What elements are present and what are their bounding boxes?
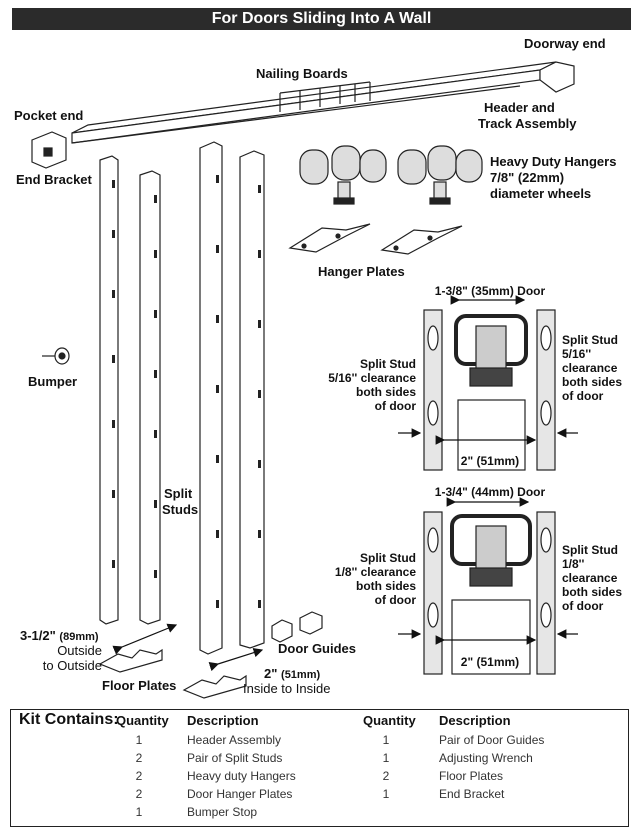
kit-quantity-header-2: Quantity [363,713,416,728]
kit-right-row-2-qty: 1 [382,751,390,765]
kit-quantity-header: Quantity [116,713,169,728]
kit-right-row-4-desc: End Bracket [439,787,505,801]
kit-contents-table: Kit Contains: Quantity Description Quant… [10,709,629,827]
detail-bottom-right-line4: both sides [562,585,623,599]
inside-dimension-label: 2" (51mm) [264,666,320,683]
detail-bottom-gap-label: 2" (51mm) [460,655,520,669]
bumper-label: Bumper [28,374,78,389]
hanger-plates-drawing [288,223,463,255]
kit-right-row-4-qty: 1 [382,787,390,801]
bumper-drawing [42,347,70,365]
detail-bottom-right-line5: of door [562,599,604,613]
title-banner: For Doors Sliding Into A Wall [12,8,631,30]
detail-bottom-right-line2: 1/8'' [562,557,585,571]
detail-top-left-line4: of door [374,399,416,413]
outside-dimension-label: 3-1/2" (89mm) [20,628,99,645]
inside-text: Inside to Inside [243,681,331,696]
nailing-boards-label: Nailing Boards [256,66,348,81]
hanger-plates-label: Hanger Plates [318,264,405,279]
detail-top-right-line1: Split Stud [562,333,618,347]
door-guides-drawing [271,611,323,643]
detail-bottom-door-label: 1-3/4" (44mm) Door [434,485,546,499]
split-studs-drawing [99,141,265,655]
detail-bottom-left-line2: 1/8'' clearance [334,565,416,579]
detail-top-left-line1: Split Stud [360,357,416,371]
kit-left-row-2-desc: Pair of Split Studs [187,751,283,765]
header-track-label-line1: Header and [484,100,555,115]
inside-dimension-value: 2" [264,666,278,681]
kit-left-row-4-qty: 2 [135,787,143,801]
detail-top-right-line3: clearance [562,361,618,375]
outside-dimension-value: 3-1/2" [20,628,56,643]
kit-left-row-3-qty: 2 [135,769,143,783]
kit-left-row-2-qty: 2 [135,751,143,765]
split-studs-label-line2: Studs [162,502,199,517]
kit-right-row-1-desc: Pair of Door Guides [439,733,545,747]
detail-bottom-left-line1: Split Stud [360,551,416,565]
detail-bottom-left-line3: both sides [355,579,416,593]
end-bracket-label: End Bracket [16,172,92,187]
header-track-drawing [71,61,575,144]
kit-description-header-2: Description [439,713,511,728]
kit-left-row-5-qty: 1 [135,805,143,819]
detail-bottom-right-line1: Split Stud [562,543,618,557]
detail-top-right-line4: both sides [562,375,623,389]
kit-left-row-1-desc: Header Assembly [187,733,282,747]
doorway-end-label: Doorway end [524,36,606,51]
detail-top-door-label: 1-3/8" (35mm) Door [434,284,546,298]
kit-left-row-5-desc: Bumper Stop [187,805,258,819]
hangers-label-line3: diameter wheels [490,186,592,201]
detail-top-left-line3: both sides [355,385,416,399]
detail-bottom-right-line3: clearance [562,571,618,585]
kit-right-row-2-desc: Adjusting Wrench [439,751,533,765]
floor-plates-drawing [98,648,247,699]
outside-text-line2: to Outside [42,658,102,673]
kit-left-row-1-qty: 1 [135,733,143,747]
end-bracket-drawing [31,131,67,169]
kit-right-row-3-qty: 2 [382,769,390,783]
detail-top-left-line2: 5/16'' clearance [328,371,416,385]
heavy-duty-hangers-drawing [299,145,483,205]
header-track-label-line2: Track Assembly [478,116,577,131]
detail-top-right-line5: of door [562,389,604,403]
pocket-end-label: Pocket end [14,108,84,123]
kit-right-row-3-desc: Floor Plates [439,769,504,783]
outside-dimension-mm: (89mm) [59,631,99,643]
detail-bottom-left-line4: of door [374,593,416,607]
kit-title: Kit Contains: [19,711,119,728]
outside-text-line1: Outside [57,643,102,658]
detail-top-gap-label: 2" (51mm) [460,454,520,468]
kit-left-row-4-desc: Door Hanger Plates [187,787,293,801]
detail-top-drawing [423,309,556,471]
inside-dimension-mm: (51mm) [281,669,321,681]
hangers-label-line2: 7/8" (22mm) [490,170,565,185]
kit-description-header: Description [187,713,259,728]
detail-top-right-line2: 5/16'' [562,347,592,361]
kit-left-row-3-desc: Heavy duty Hangers [187,769,296,783]
floor-plates-label: Floor Plates [102,678,177,693]
detail-bottom-drawing [423,511,556,675]
kit-right-row-1-qty: 1 [382,733,390,747]
split-studs-label-line1: Split [164,486,193,501]
hangers-label-line1: Heavy Duty Hangers [490,154,617,169]
door-guides-label: Door Guides [278,641,357,656]
